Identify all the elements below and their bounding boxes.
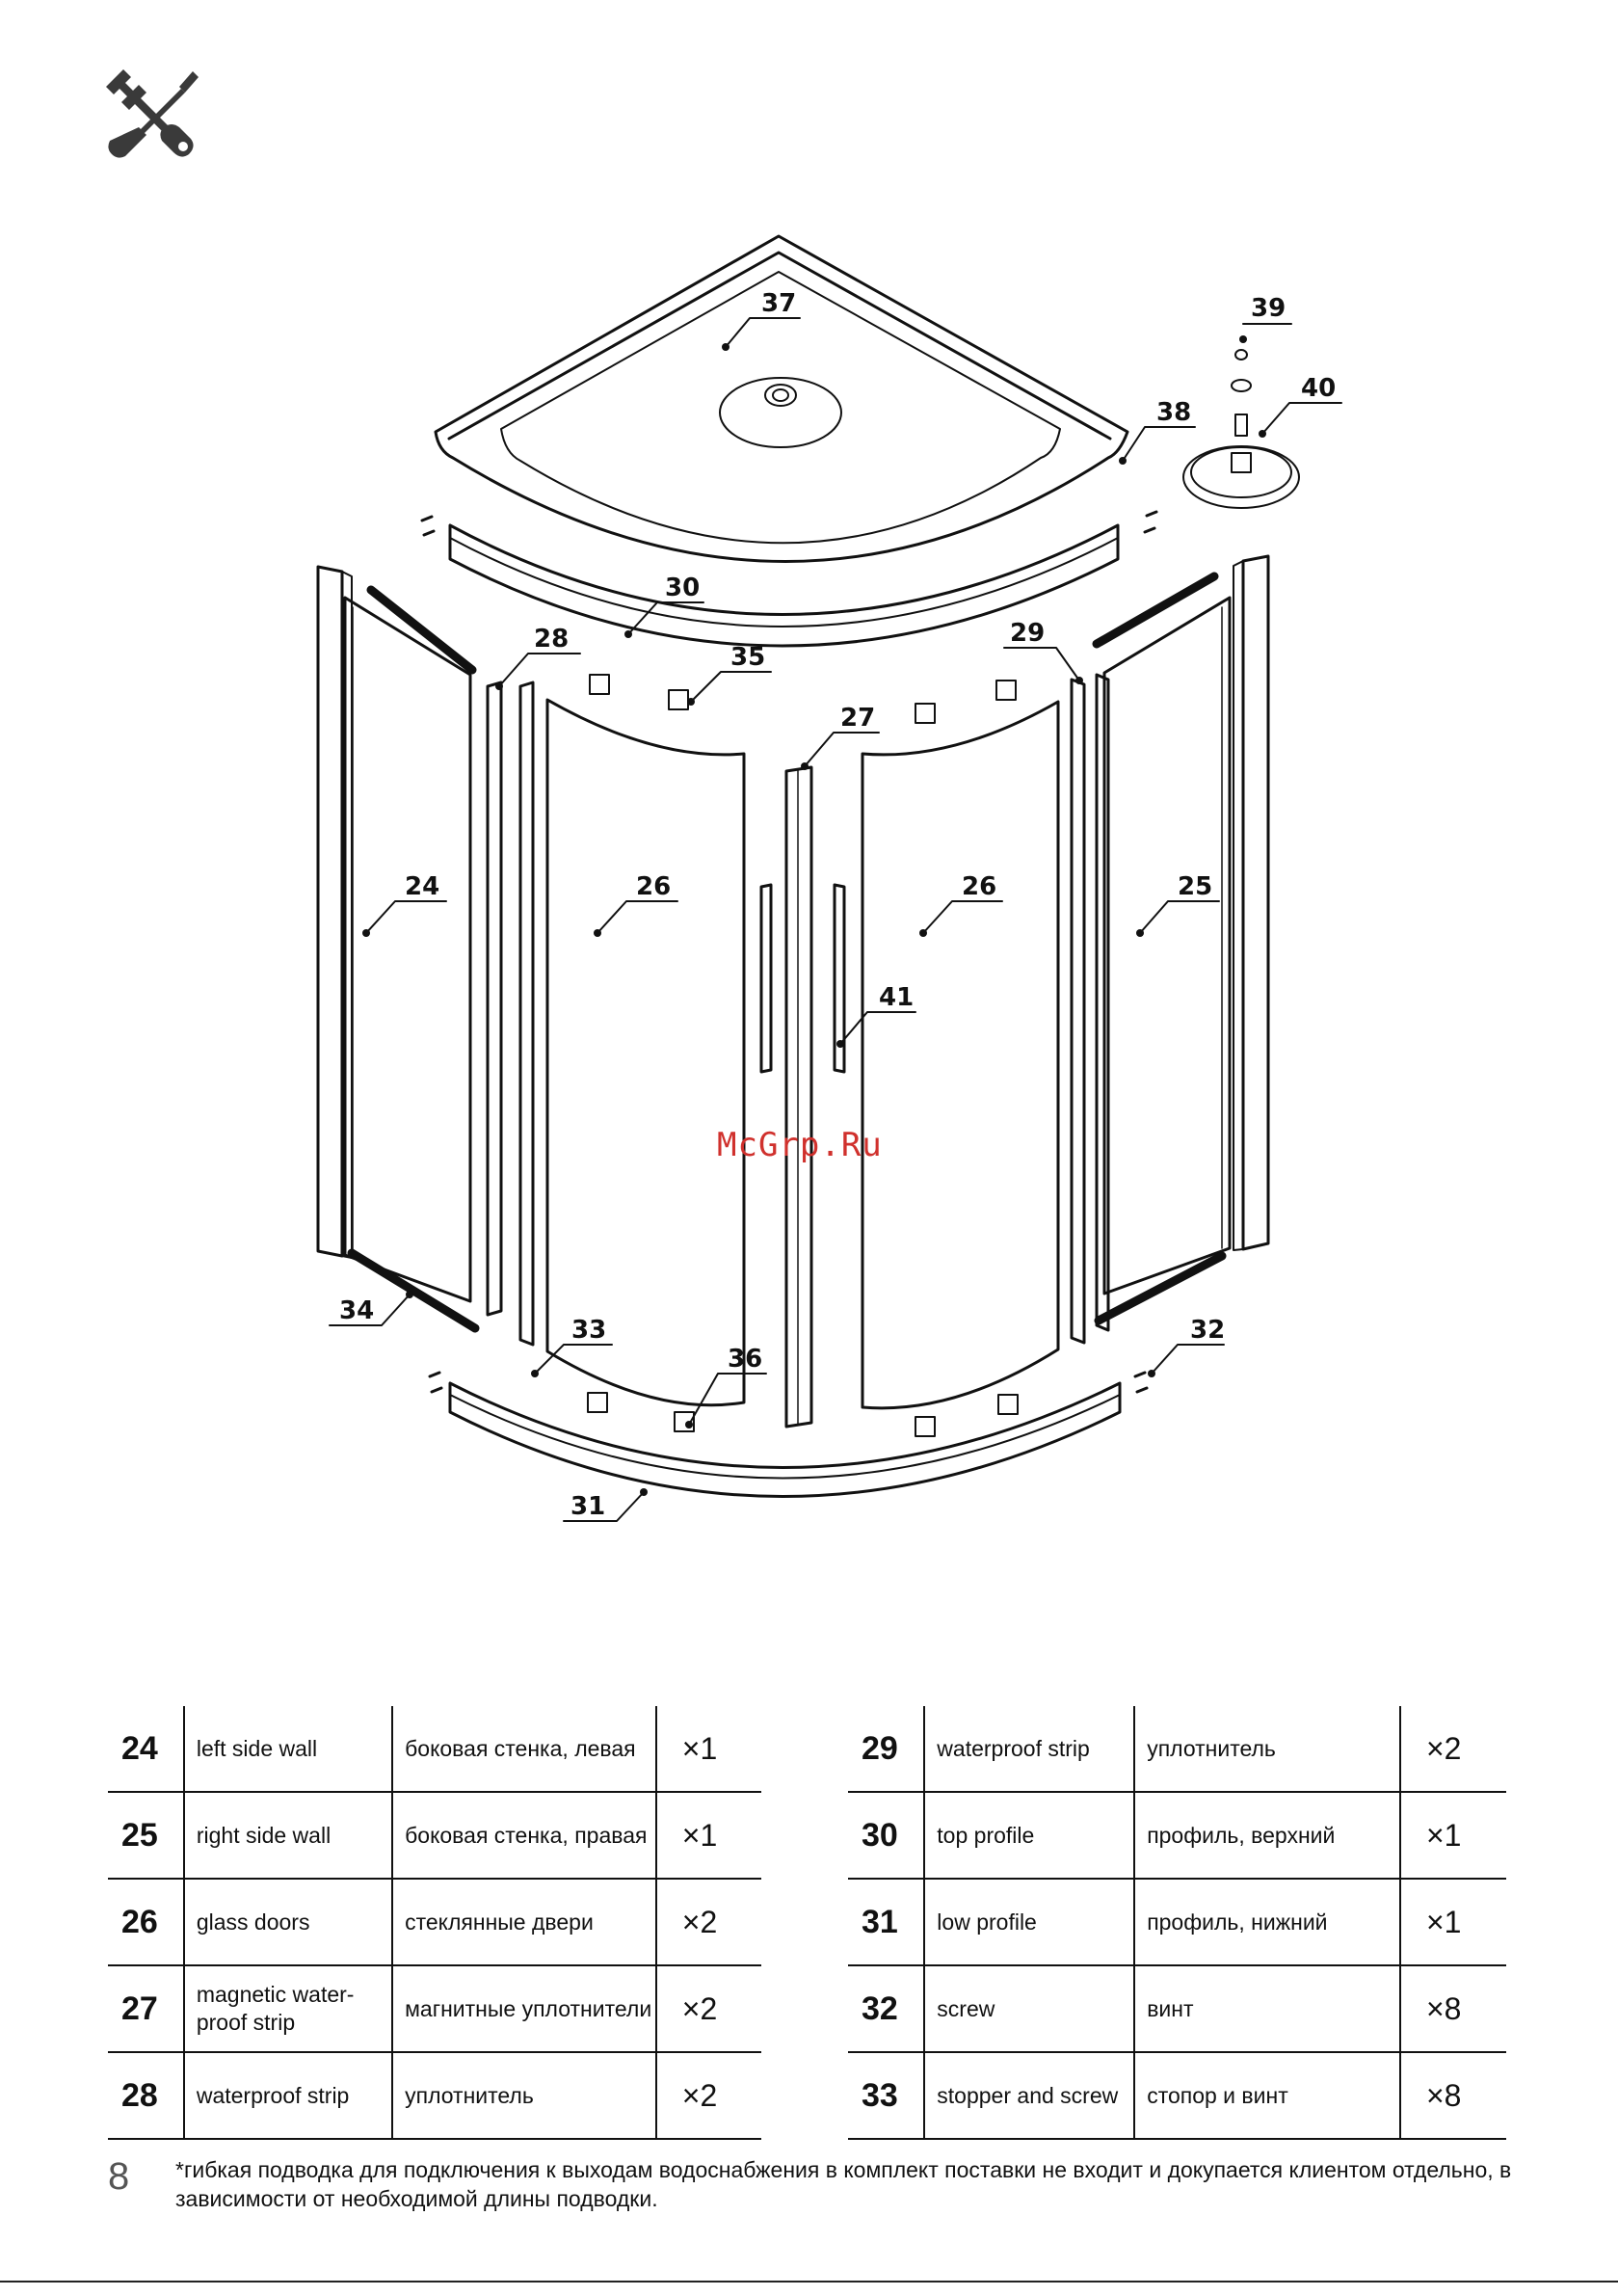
part-name-en: top profile	[923, 1792, 1135, 1880]
callout-24: 24	[405, 872, 439, 901]
part-name-en: low profile	[923, 1879, 1135, 1966]
part-quantity: ×1	[1398, 1879, 1506, 1966]
callout-30: 30	[665, 574, 700, 602]
part-number: 28	[108, 2052, 184, 2140]
callout-34: 34	[339, 1296, 374, 1325]
callout-36: 36	[728, 1345, 762, 1374]
shower-cabin-exploded-diagram: 37 38 39 40 30 35 28 29 27 24 26 26 25 4…	[316, 234, 1342, 1522]
table-row: 30 top profile профиль, верхний ×1	[848, 1792, 1506, 1880]
part-name-en: stopper and screw	[923, 2052, 1135, 2140]
part-name-en: magnetic water-proof strip	[182, 1965, 393, 2053]
callout-38: 38	[1156, 398, 1191, 427]
callout-32: 32	[1190, 1316, 1225, 1345]
glass-door-right	[861, 700, 1060, 1410]
waterproof-strip-left	[486, 681, 535, 1347]
part-number: 26	[108, 1879, 184, 1966]
parts-table-left: 24 left side wall боковая стенка, левая …	[108, 1706, 761, 2140]
table-row: 27 magnetic water-proof strip магнитные …	[108, 1965, 761, 2053]
waterproof-strip-right	[1070, 673, 1110, 1345]
part-quantity: ×1	[654, 1706, 761, 1793]
part-number: 25	[108, 1792, 184, 1880]
table-row: 26 glass doors стеклянные двери ×2	[108, 1879, 761, 1966]
callout-27: 27	[840, 704, 875, 733]
part-name-ru: уплотнитель	[391, 2052, 656, 2140]
part-number: 30	[848, 1792, 925, 1880]
part-quantity: ×2	[654, 1879, 761, 1966]
part-name-ru: стеклянные двери	[391, 1879, 656, 1966]
table-row: 28 waterproof strip уплотнитель ×2	[108, 2052, 761, 2140]
part-name-ru: боковая стенка, правая	[391, 1792, 656, 1880]
table-row: 33 stopper and screw стопор и винт ×8	[848, 2052, 1506, 2140]
part-name-ru: боковая стенка, левая	[391, 1706, 656, 1793]
table-row: 31 low profile профиль, нижний ×1	[848, 1879, 1506, 1966]
part-quantity: ×1	[1398, 1792, 1506, 1880]
bottom-profile	[448, 1381, 1122, 1498]
part-name-ru: уплотнитель	[1133, 1706, 1400, 1793]
wrench-screwdriver-icon	[106, 69, 199, 158]
left-side-wall	[316, 565, 472, 1303]
page-number: 8	[108, 2155, 130, 2198]
part-number: 31	[848, 1879, 925, 1966]
part-name-ru: стопор и винт	[1133, 2052, 1400, 2140]
bottom-divider	[0, 2281, 1618, 2283]
table-row: 29 waterproof strip уплотнитель ×2	[848, 1706, 1506, 1793]
part-name-en: right side wall	[182, 1792, 393, 1880]
shower-tray	[434, 234, 1129, 563]
table-row: 32 screw винт ×8	[848, 1965, 1506, 2053]
part-name-en: screw	[923, 1965, 1135, 2053]
callout-39: 39	[1251, 294, 1286, 323]
callout-35: 35	[730, 643, 765, 672]
part-number: 33	[848, 2052, 925, 2140]
magnetic-strip	[784, 765, 813, 1428]
part-number: 24	[108, 1706, 184, 1793]
part-name-ru: магнитные уплотнители	[391, 1965, 656, 2053]
part-quantity: ×8	[1398, 2052, 1506, 2140]
shower-head	[1182, 349, 1300, 509]
callout-25: 25	[1178, 872, 1212, 901]
part-name-ru: винт	[1133, 1965, 1400, 2053]
part-quantity: ×2	[654, 2052, 761, 2140]
part-number: 29	[848, 1706, 925, 1793]
table-row: 24 left side wall боковая стенка, левая …	[108, 1706, 761, 1793]
part-number: 27	[108, 1965, 184, 2053]
right-side-wall	[1102, 554, 1270, 1295]
callout-28: 28	[534, 625, 569, 654]
part-name-en: waterproof strip	[182, 2052, 393, 2140]
part-name-en: waterproof strip	[923, 1706, 1135, 1793]
footnote: *гибкая подводка для подключения к выход…	[175, 2157, 1512, 2211]
callout-33: 33	[571, 1316, 606, 1345]
callout-31: 31	[570, 1492, 605, 1521]
part-quantity: ×1	[654, 1792, 761, 1880]
callout-41: 41	[879, 983, 914, 1012]
part-name-en: glass doors	[182, 1879, 393, 1966]
part-name-ru: профиль, верхний	[1133, 1792, 1400, 1880]
callout-37: 37	[761, 289, 796, 318]
callout-40: 40	[1301, 374, 1336, 403]
parts-table-right: 29 waterproof strip уплотнитель ×2 30 to…	[848, 1706, 1506, 2140]
callout-26-right: 26	[962, 872, 996, 901]
part-quantity: ×2	[654, 1965, 761, 2053]
part-quantity: ×8	[1398, 1965, 1506, 2053]
part-quantity: ×2	[1398, 1706, 1506, 1793]
callout-29: 29	[1010, 619, 1045, 648]
top-profile	[448, 523, 1120, 648]
callout-26-left: 26	[636, 872, 671, 901]
part-name-en: left side wall	[182, 1706, 393, 1793]
watermark: McGrp.Ru	[717, 1126, 883, 1164]
glass-door-left	[545, 698, 746, 1407]
part-name-ru: профиль, нижний	[1133, 1879, 1400, 1966]
part-number: 32	[848, 1965, 925, 2053]
table-row: 25 right side wall боковая стенка, права…	[108, 1792, 761, 1880]
